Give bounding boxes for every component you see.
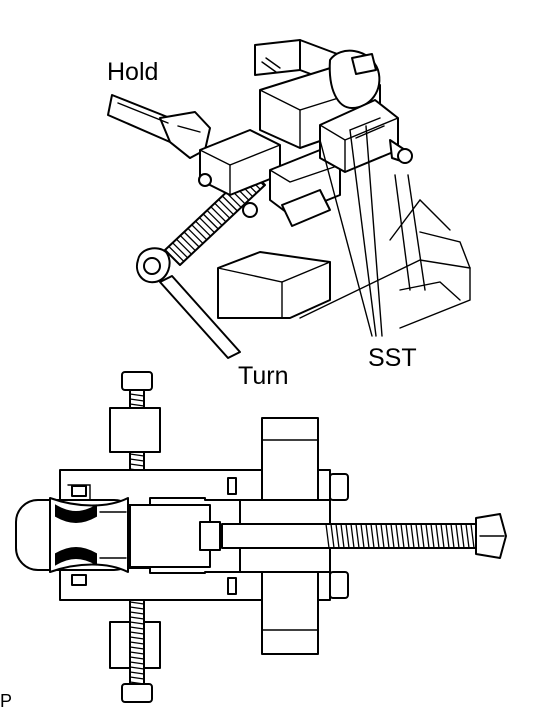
upper-adjusting-bolt <box>109 371 161 473</box>
sst-leader-lines <box>319 125 383 337</box>
thread-line <box>191 224 208 241</box>
thread-line <box>455 523 460 549</box>
thread-line <box>405 523 410 549</box>
thread-line <box>129 671 145 675</box>
engine-block-background <box>217 174 471 329</box>
thread-line <box>218 199 235 216</box>
thread-line <box>172 242 189 259</box>
horizontal-forcing-screw <box>221 513 507 559</box>
thread-line <box>129 393 145 397</box>
thread-line <box>345 523 350 549</box>
thread-line <box>129 636 145 640</box>
thread-line <box>206 209 223 226</box>
turn-label: Turn <box>238 362 289 390</box>
thread-line <box>385 523 390 549</box>
thread-line <box>340 523 345 549</box>
thread-line <box>425 523 430 549</box>
thread-line <box>410 523 415 549</box>
thread-line <box>465 523 470 549</box>
thread-line <box>440 523 445 549</box>
thread-line <box>335 523 340 549</box>
thread-line <box>435 523 440 549</box>
thread-line <box>202 213 219 230</box>
thread-line <box>129 626 145 630</box>
pulley <box>15 497 221 573</box>
corner-code-label: P <box>0 691 13 711</box>
thread-line <box>350 523 355 549</box>
thread-line <box>129 661 145 665</box>
special-service-tool-body <box>198 39 413 227</box>
thread-line <box>390 523 395 549</box>
thread-line <box>415 523 420 549</box>
thread-line <box>355 523 360 549</box>
thread-line <box>380 523 385 549</box>
hold-label: Hold <box>107 58 159 86</box>
thread-line <box>176 238 192 255</box>
thread-line <box>430 523 435 549</box>
thread-line <box>198 217 215 234</box>
thread-line <box>420 523 425 549</box>
thread-line <box>129 641 145 645</box>
thread-line <box>375 523 380 549</box>
thread-line <box>325 523 330 549</box>
thread-line <box>129 676 145 680</box>
thread-line <box>129 458 145 462</box>
thread-line <box>450 523 455 549</box>
thread-line <box>370 523 375 549</box>
thread-line <box>221 195 238 212</box>
thread-line <box>330 523 335 549</box>
thread-line <box>129 651 145 655</box>
sst-label: SST <box>368 344 417 372</box>
holding-wrench <box>107 94 211 159</box>
thread-line <box>129 601 145 605</box>
thread-line <box>470 523 475 549</box>
thread-line <box>445 523 450 549</box>
thread-line <box>210 206 227 223</box>
thread-line <box>129 666 145 670</box>
thread-line <box>168 245 185 262</box>
thread-line <box>129 656 145 660</box>
thread-line <box>129 398 145 402</box>
forcing-screw <box>136 169 266 284</box>
thread-line <box>129 606 145 610</box>
thread-line <box>179 235 196 252</box>
turning-wrench-handle <box>159 275 241 359</box>
thread-line <box>395 523 400 549</box>
thread-line <box>129 463 145 467</box>
thread-line <box>129 616 145 620</box>
thread-line <box>183 231 200 248</box>
thread-line <box>129 611 145 615</box>
thread-line <box>187 227 204 244</box>
thread-line <box>129 646 145 650</box>
lower-adjusting-bolt <box>109 597 161 703</box>
thread-line <box>460 523 465 549</box>
thread-line <box>129 403 145 407</box>
thread-line <box>129 621 145 625</box>
thread-line <box>129 631 145 635</box>
thread-line <box>400 523 405 549</box>
thread-line <box>360 523 365 549</box>
thread-line <box>365 523 370 549</box>
thread-line <box>214 202 231 219</box>
thread-line <box>129 453 145 457</box>
thread-line <box>195 220 212 237</box>
